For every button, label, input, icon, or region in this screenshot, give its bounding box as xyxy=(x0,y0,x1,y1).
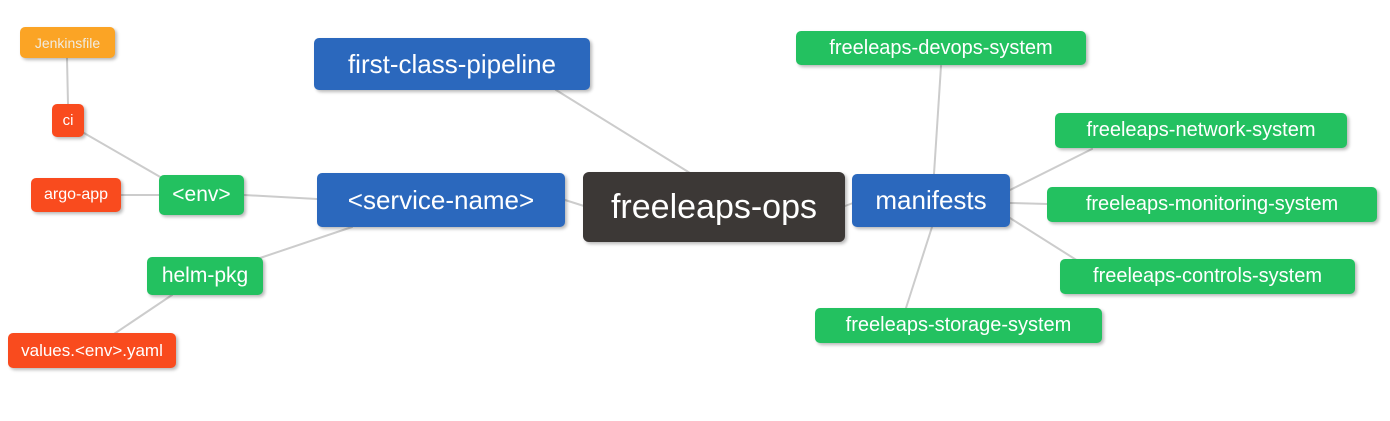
node-freeleaps-storage-system[interactable]: freeleaps-storage-system xyxy=(815,308,1102,343)
edge-helm-pkg-service-name xyxy=(259,226,353,259)
edge-manifests-monitoring xyxy=(1009,202,1049,205)
node-first-class-pipeline[interactable]: first-class-pipeline xyxy=(314,38,590,90)
node-freeleaps-devops-system[interactable]: freeleaps-devops-system xyxy=(796,31,1086,65)
edge-manifests-devops xyxy=(933,65,942,175)
node-manifests[interactable]: manifests xyxy=(852,174,1010,227)
edge-pipeline-root xyxy=(555,89,691,174)
node-freeleaps-ops-root[interactable]: freeleaps-ops xyxy=(583,172,845,242)
node-values-env-yaml[interactable]: values.<env>.yaml xyxy=(8,333,176,368)
edge-env-service-name xyxy=(243,194,318,200)
edge-manifests-controls xyxy=(1009,217,1079,262)
node-ci[interactable]: ci xyxy=(52,104,84,137)
edge-manifests-storage xyxy=(905,226,933,309)
edge-root-manifests xyxy=(844,202,854,207)
node-service-name[interactable]: <service-name> xyxy=(317,173,565,227)
node-jenkinsfile[interactable]: Jenkinsfile xyxy=(20,27,115,58)
node-argo-app[interactable]: argo-app xyxy=(31,178,121,212)
node-helm-pkg[interactable]: helm-pkg xyxy=(147,257,263,295)
node-env[interactable]: <env> xyxy=(159,175,244,215)
edge-jenkinsfile-ci xyxy=(66,57,69,105)
edge-manifests-network xyxy=(1009,148,1093,191)
edge-ci-env xyxy=(83,132,163,179)
edge-values-helm-pkg xyxy=(113,294,173,335)
node-freeleaps-monitoring-system[interactable]: freeleaps-monitoring-system xyxy=(1047,187,1377,222)
edge-service-name-root xyxy=(564,199,585,207)
node-freeleaps-controls-system[interactable]: freeleaps-controls-system xyxy=(1060,259,1355,294)
node-freeleaps-network-system[interactable]: freeleaps-network-system xyxy=(1055,113,1347,148)
